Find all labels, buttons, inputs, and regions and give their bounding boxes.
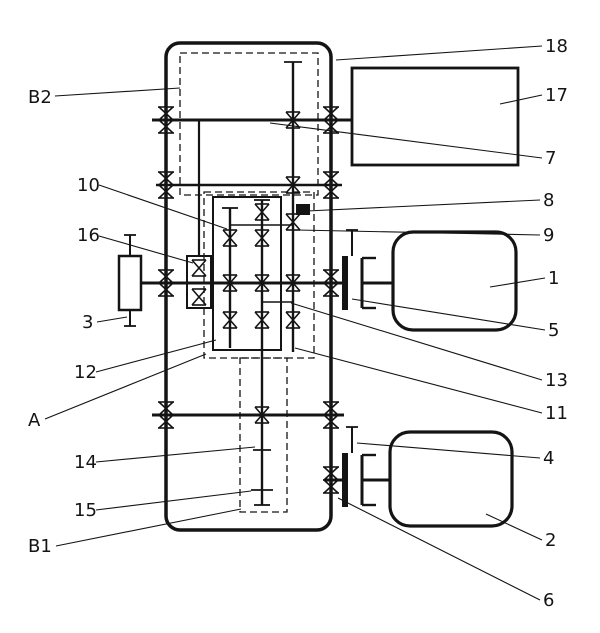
label-15: 15 [74,500,97,521]
gearbox-cluster [191,111,310,424]
leader-10 [98,184,228,230]
leader-14 [95,446,256,463]
leader-b2 [54,87,181,97]
vertical-shafts [197,61,302,506]
label-14: 14 [74,452,97,473]
leader-1 [489,277,546,288]
motor2-assembly [342,426,514,528]
label-3: 3 [82,312,93,333]
label-1: 1 [548,268,559,289]
frame-rail-joints [157,106,340,494]
motor-1 [391,230,518,332]
leader-18 [335,45,543,61]
label-a: A [28,410,41,431]
vehicle-frame-housing [164,41,333,532]
label-12: 12 [74,362,97,383]
leader-b1 [55,508,242,547]
leader-17 [499,94,543,105]
coupling1-plate [342,256,348,310]
label-10: 10 [77,175,100,196]
brake-band-b1-dashed-box [239,357,288,513]
leader-11 [294,347,543,414]
leader-2 [485,513,543,541]
horizontal-shafts [141,118,352,482]
clutch-drum-16 [186,255,212,309]
leader-4 [356,442,541,459]
leader-12 [95,339,217,373]
label-6: 6 [543,590,554,611]
leader-13 [290,302,543,381]
label-2: 2 [545,530,556,551]
leader-8 [306,199,541,212]
coupling2-plate [342,453,348,507]
motor-2 [388,430,514,528]
label-13: 13 [545,370,568,391]
gearbox-inner-housing [212,196,282,351]
range-box-17 [350,66,520,167]
callout-labels: B2 10 16 3 12 A 14 15 B1 18 17 7 8 9 1 5… [28,36,568,611]
label-4: 4 [543,448,554,469]
label-16: 16 [77,225,100,246]
brake-band-b2-dashed-box [179,52,319,196]
label-8: 8 [543,190,554,211]
label-9: 9 [543,225,554,246]
leader-5 [351,298,546,331]
label-b2: B2 [28,87,52,108]
label-b1: B1 [28,536,52,557]
label-7: 7 [545,148,556,169]
leader-6 [337,497,541,601]
pto-box [117,254,143,312]
leader-7 [269,122,543,159]
leader-3 [96,316,128,323]
brake-block-8 [296,204,310,215]
leader-lines [44,45,546,601]
pto-box-assembly [117,234,143,327]
leader-9 [296,229,541,236]
leader-15 [95,490,252,511]
leader-16 [98,235,194,264]
motor1-assembly [342,229,518,332]
leader-a [44,353,207,420]
label-11: 11 [545,403,568,424]
label-18: 18 [545,36,568,57]
label-17: 17 [545,85,568,106]
gearbox-dashed-box [203,191,315,359]
label-5: 5 [548,320,559,341]
